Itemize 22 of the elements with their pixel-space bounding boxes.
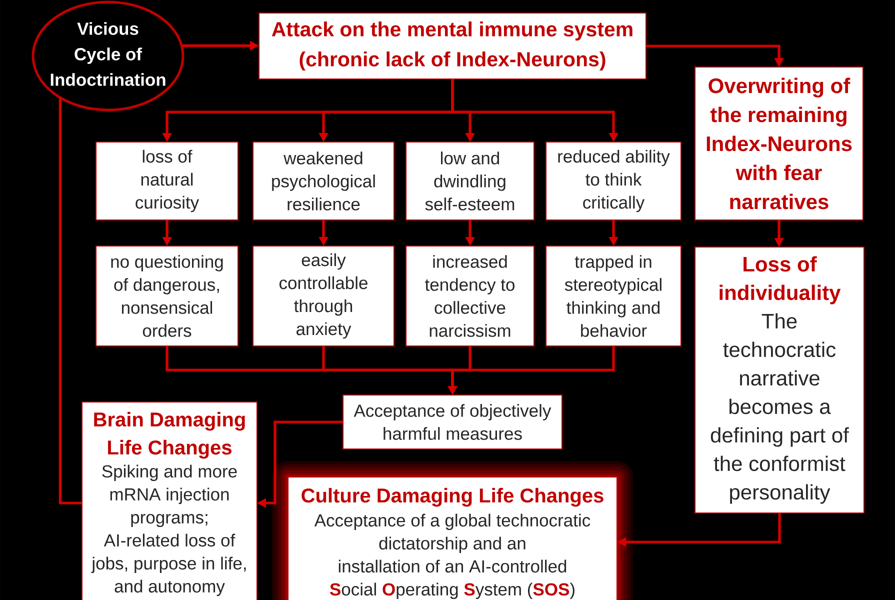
box-text: Acceptance of a global technocratic dictatorship and an installation of an AI-controlled Social Operating System (SOS) (314, 514, 590, 600)
process-box: reduced ability to think critically (546, 142, 682, 220)
process-box: low and dwindling self-esteem (406, 142, 534, 220)
box-text: Spiking and more mRNA injection programs; AI-related loss of jobs, purpose in life, and autonomy (91, 464, 246, 596)
process-box: Acceptance of objectively harmful measures (342, 394, 562, 450)
process-box (272, 461, 633, 600)
box-heading: Loss of individuality (720, 256, 841, 304)
process-box (694, 246, 864, 514)
ellipse-node: Vicious Cycle of Indoctrination (32, 0, 184, 112)
process-box: no questioning of dangerous, nonsensical orders (96, 246, 238, 346)
process-box: easily controllable through anxiety (252, 246, 394, 346)
process-box: Attack on the mental immune system (chronic lack of Index-Neurons) (258, 12, 646, 80)
process-box: loss of natural curiosity (96, 142, 238, 220)
connector-line (58, 98, 82, 504)
process-box (82, 402, 258, 600)
process-box: trapped in stereotypical thinking and behavior (546, 246, 682, 346)
box-text: The technocratic narrative becomes a defining part of the conformist personality (710, 313, 849, 504)
process-box: weakened psychological resilience (252, 142, 394, 220)
process-box: increased tendency to collective narcissism (406, 246, 534, 346)
process-box: Overwriting of the remaining Index-Neurons with fear narratives (694, 66, 864, 220)
box-heading: Culture Damaging Life Changes (302, 488, 604, 507)
box-heading: Brain Damaging Life Changes (94, 412, 245, 459)
